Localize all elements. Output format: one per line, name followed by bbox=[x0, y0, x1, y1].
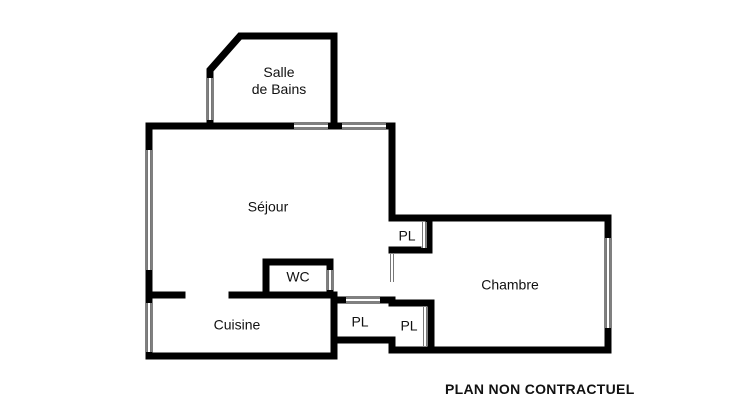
disclaimer-text: PLAN NON CONTRACTUEL bbox=[445, 381, 635, 397]
window-opening bbox=[342, 123, 386, 129]
window-opening bbox=[389, 254, 395, 282]
room-label-placard-top: PL bbox=[398, 227, 416, 244]
walls-group bbox=[145, 32, 612, 360]
room-label-placard-bottom: PL bbox=[400, 317, 418, 334]
windows-group bbox=[146, 78, 611, 352]
wall-segment bbox=[388, 214, 433, 254]
window-opening bbox=[422, 307, 428, 346]
window-opening bbox=[207, 78, 213, 120]
room-label-salle-de-bains: Salle de Bains bbox=[251, 64, 307, 97]
window-opening bbox=[146, 303, 152, 352]
room-label-wc: WC bbox=[286, 268, 310, 285]
window-opening bbox=[605, 238, 611, 328]
wall-segment bbox=[388, 299, 435, 354]
room-label-cuisine: Cuisine bbox=[213, 316, 261, 333]
window-opening bbox=[327, 270, 333, 290]
window-opening bbox=[146, 150, 152, 270]
window-opening bbox=[294, 123, 328, 129]
window-opening bbox=[346, 297, 380, 303]
room-label-chambre: Chambre bbox=[481, 276, 539, 293]
wall-segment bbox=[145, 122, 396, 360]
room-label-placard-center: PL bbox=[351, 313, 369, 330]
room-label-sejour: Séjour bbox=[247, 198, 289, 215]
window-opening bbox=[421, 222, 427, 248]
